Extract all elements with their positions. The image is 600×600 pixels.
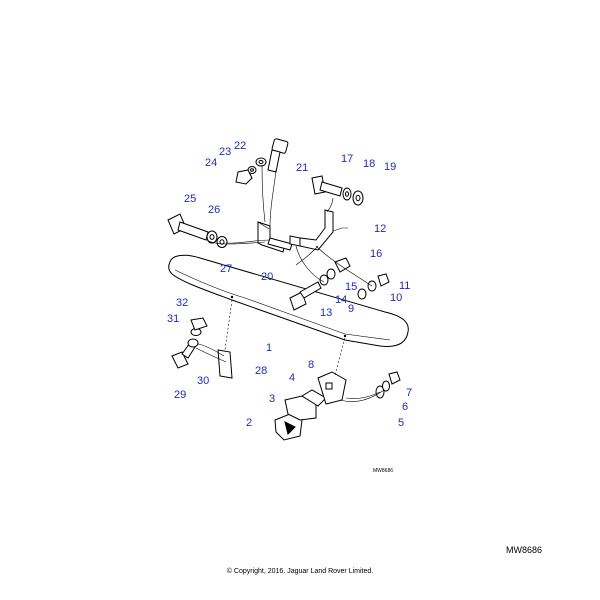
left-upper-bracket (257, 221, 293, 253)
washer-22 (255, 157, 267, 167)
callout-31: 31 (167, 313, 179, 325)
callout-23: 23 (219, 146, 231, 158)
callout-17: 17 (341, 153, 353, 165)
washer-30 (187, 338, 199, 348)
callout-21: 21 (296, 162, 308, 174)
lower-left-bracket (217, 349, 233, 379)
diagram-code: MW8686 (505, 545, 542, 555)
bolt-25 (167, 213, 209, 241)
copyright-notice: © Copyright, 2016. Jaguar Land Rover Lim… (226, 568, 374, 575)
washer-18 (342, 187, 352, 201)
washer-15 (326, 268, 336, 280)
washer-14 (319, 274, 329, 286)
callout-22: 22 (234, 140, 246, 152)
bolt-17 (311, 175, 343, 197)
callout-30: 30 (197, 375, 209, 387)
callout-19: 19 (384, 161, 396, 173)
washer-27 (216, 236, 228, 248)
bracket-8 (317, 371, 347, 405)
callout-10: 10 (390, 292, 402, 304)
callout-1: 1 (266, 342, 272, 354)
washer-9 (357, 288, 367, 300)
callout-labels: 1 2 3 4 5 6 7 8 9 10 11 12 13 14 15 16 1… (167, 140, 412, 429)
callout-14: 14 (335, 294, 347, 306)
bolt-13 (289, 281, 322, 311)
callout-15: 15 (345, 281, 357, 293)
callout-7: 7 (406, 387, 412, 399)
callout-20: 20 (261, 271, 273, 283)
nut-11 (377, 273, 390, 287)
washer-26 (206, 230, 218, 244)
nut-32 (190, 317, 208, 331)
callout-27: 27 (220, 263, 232, 275)
alignment-dashes (224, 299, 346, 376)
callout-13: 13 (320, 307, 332, 319)
callout-6: 6 (402, 401, 408, 413)
callout-2: 2 (246, 417, 252, 429)
callout-9: 9 (348, 303, 354, 315)
callout-25: 25 (184, 193, 196, 205)
nut-24 (235, 169, 253, 185)
spacer-16 (334, 257, 351, 273)
callout-12: 12 (374, 223, 386, 235)
bolt-21 (267, 138, 289, 173)
callout-29: 29 (174, 389, 186, 401)
callout-3: 3 (269, 393, 275, 405)
bumper-bar (168, 254, 409, 347)
nut-7 (388, 371, 401, 385)
washer-19 (352, 190, 364, 206)
callout-4: 4 (289, 372, 295, 384)
callout-5: 5 (398, 417, 404, 429)
overrider-rubber-2 (274, 413, 303, 441)
right-upper-bracket (289, 209, 334, 251)
callout-18: 18 (363, 158, 375, 170)
leader-lines (195, 164, 385, 402)
callout-8: 8 (308, 359, 314, 371)
callout-24: 24 (205, 157, 217, 169)
callout-26: 26 (208, 204, 220, 216)
diagram-code-small: MW8686 (373, 468, 393, 474)
callout-28: 28 (255, 365, 267, 377)
callout-11: 11 (399, 280, 410, 292)
callout-16: 16 (370, 248, 382, 260)
callout-32: 32 (176, 297, 188, 309)
washer-6 (382, 380, 390, 392)
washer-23 (247, 166, 257, 174)
